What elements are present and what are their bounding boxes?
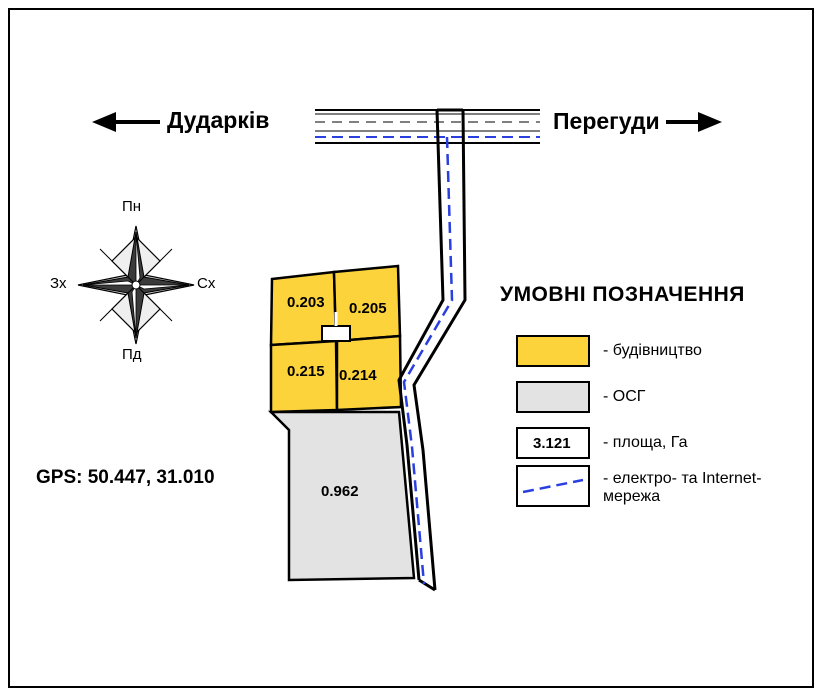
road-horizontal: [315, 109, 540, 144]
parcel-0962-label: 0.962: [321, 483, 359, 500]
compass-south-label: Пд: [122, 346, 142, 363]
legend-item-area-text: - площа, Га: [603, 434, 688, 451]
east-arrow-icon: [666, 112, 722, 132]
compass-north-label: Пн: [122, 198, 142, 215]
page-border: [8, 8, 814, 688]
east-town-label: Перегуди: [553, 108, 660, 134]
parcel-block: [267, 264, 416, 582]
legend-title: УМОВНІ ПОЗНАЧЕННЯ: [500, 283, 745, 306]
compass-rose-icon: [77, 225, 195, 345]
parcel-0215-label: 0.215: [287, 363, 325, 380]
west-arrow-icon: [92, 112, 160, 132]
parcel-notch: [321, 325, 351, 342]
legend-swatch-utilities: [516, 465, 590, 507]
parcel-0214-label: 0.214: [339, 367, 377, 384]
west-town-label: Дударків: [167, 107, 270, 133]
access-road: [397, 108, 467, 592]
legend-item-osg-text: - ОСГ: [603, 388, 646, 405]
compass-east-label: Сх: [197, 275, 216, 292]
legend-swatch-construction: [516, 335, 590, 367]
legend-area-sample-value: 3.121: [533, 435, 571, 452]
utility-line: [402, 136, 454, 585]
gps-label: GPS: 50.447, 31.010: [36, 467, 215, 488]
compass-west-label: Зх: [50, 275, 67, 292]
legend-item-construction-text: - будівництво: [603, 342, 702, 359]
parcel-0205-label: 0.205: [349, 300, 387, 317]
legend-swatches: [516, 335, 590, 507]
parcel-0203-label: 0.203: [287, 294, 325, 311]
parcel-0962-shape: [267, 410, 416, 582]
legend-swatch-area: [516, 427, 590, 459]
legend-item-utilities-text: - електро- та Internet-мережа: [603, 470, 762, 506]
legend-swatch-osg: [516, 381, 590, 413]
